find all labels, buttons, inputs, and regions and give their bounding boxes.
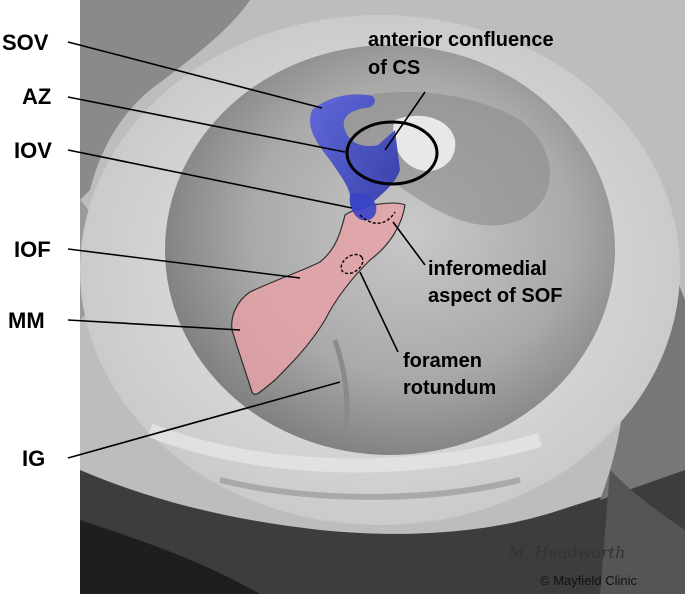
leader-sov bbox=[67, 41, 323, 109]
label-iof: IOF bbox=[14, 237, 51, 262]
label-rotundum-line2: rotundum bbox=[403, 377, 496, 399]
label-anterior-confluence-line1: anterior confluence bbox=[368, 29, 554, 51]
middle-meningeal-region bbox=[231, 202, 406, 395]
sof-dashed-outline bbox=[359, 211, 396, 224]
label-ig: IG bbox=[22, 446, 45, 471]
leader-anterior bbox=[384, 91, 426, 151]
label-sof-line1: inferomedial bbox=[428, 258, 547, 280]
label-rotundum-line1: foramen bbox=[403, 350, 482, 372]
copyright-text: © Mayfield Clinic bbox=[540, 573, 637, 588]
label-mm: MM bbox=[8, 308, 45, 333]
artist-signature: M. Headwarth bbox=[507, 543, 625, 562]
label-sof-line2: aspect of SOF bbox=[428, 285, 562, 307]
label-sov: SOV bbox=[2, 30, 49, 55]
leader-mm bbox=[67, 319, 241, 331]
leader-iov bbox=[67, 149, 353, 209]
iov-vein bbox=[349, 193, 377, 221]
leader-rotundum bbox=[359, 271, 399, 353]
label-az: AZ bbox=[22, 84, 51, 109]
leader-az bbox=[67, 96, 346, 153]
rotundum-dashed-outline bbox=[340, 253, 364, 275]
leader-ig bbox=[67, 381, 341, 459]
anterior-confluence-circle bbox=[345, 120, 439, 186]
label-anterior-confluence-line2: of CS bbox=[368, 57, 420, 79]
leader-iof bbox=[67, 248, 301, 279]
leader-sof bbox=[392, 221, 426, 266]
label-iov: IOV bbox=[14, 138, 52, 163]
leader-lines bbox=[67, 41, 426, 459]
